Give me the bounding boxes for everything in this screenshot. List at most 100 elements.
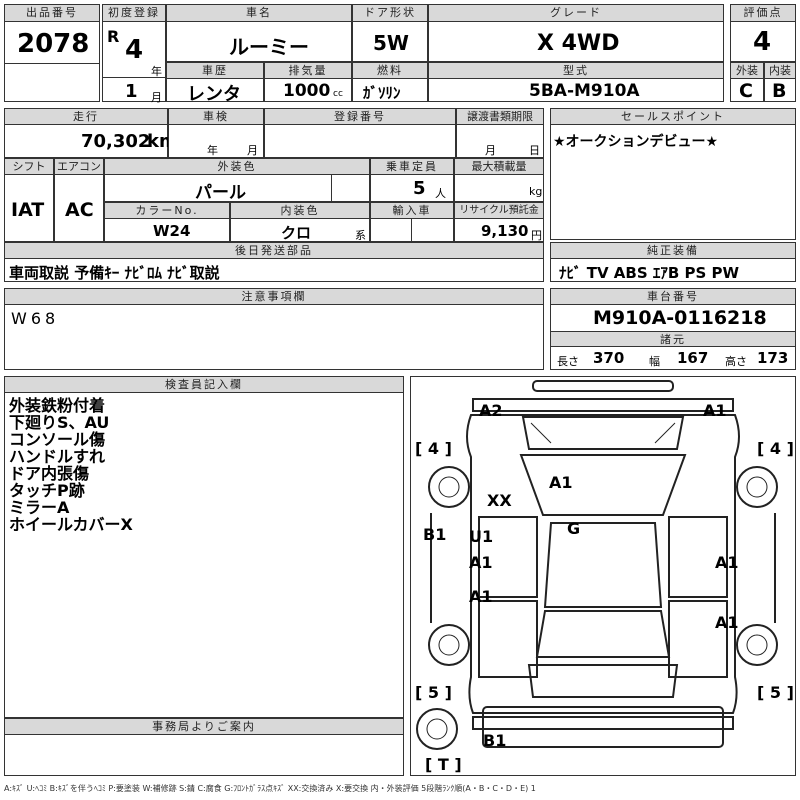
- grade-cell: グレード X 4WD: [428, 4, 724, 62]
- transfer-deadline-cell: 譲渡書類期限 月 日: [456, 108, 544, 158]
- capacity-value: 5: [413, 178, 426, 199]
- tire-rear-left: [ 5 ]: [415, 683, 452, 702]
- equipment-cell: 純正装備 ﾅﾋﾞ TV ABS ｴｱB PS PW: [550, 242, 796, 282]
- door-type-value: 5W: [373, 31, 409, 55]
- transfer-month-unit: 月: [485, 144, 496, 157]
- capacity-unit: 人: [435, 187, 446, 200]
- color-number-value: W24: [153, 222, 191, 240]
- transfer-deadline-label: 譲渡書類期限: [457, 109, 543, 125]
- inspector-note: ホイールカバーX: [9, 515, 133, 534]
- interior-grade-value: B: [772, 80, 787, 102]
- inspector-note: コンソール傷: [9, 430, 106, 449]
- score-label: 評価点: [731, 5, 795, 22]
- equipment-label: 純正装備: [551, 243, 795, 259]
- later-parts-value: 車両取説 予備ｷｰ ﾅﾋﾞﾛﾑ ﾅﾋﾞ取説: [9, 264, 220, 282]
- score-cell: 評価点 4: [730, 4, 796, 62]
- inspection-year-unit: 年: [207, 144, 218, 157]
- chassis-cell: 車台番号 M910A-0116218 諸元 長さ 370 幅 167 高さ 17…: [550, 288, 796, 370]
- damage-mark: A1: [703, 401, 727, 420]
- caution-cell: 注意事項欄 W68: [4, 288, 544, 370]
- length-value: 370: [593, 349, 625, 367]
- first-registration-label: 初度登録: [103, 5, 165, 22]
- car-name-label: 車名: [167, 5, 351, 22]
- tire-front-left: [ 4 ]: [415, 439, 452, 458]
- damage-mark: A1: [715, 613, 739, 632]
- inspector-notes-label: 検査員記入欄: [5, 377, 403, 393]
- import-label: 輸入車: [371, 203, 453, 219]
- interior-grade-label: 内装: [765, 63, 795, 79]
- tire-rear-right: [ 5 ]: [757, 683, 794, 702]
- inspector-note: タッチP跡: [9, 481, 85, 500]
- model-code-value: 5BA-M910A: [529, 81, 640, 101]
- dims-label: 諸元: [551, 331, 795, 347]
- fuel-label: 燃料: [353, 63, 427, 79]
- recycle-fee-label: リサイクル預託金: [455, 203, 543, 219]
- inspector-note: ハンドルすれ: [9, 447, 106, 466]
- height-label: 高さ: [725, 355, 747, 368]
- score-value: 4: [753, 27, 772, 57]
- month-unit: 月: [151, 91, 162, 104]
- tire-spare: [ T ]: [425, 755, 462, 774]
- width-value: 167: [677, 349, 709, 367]
- damage-mark: A1: [715, 553, 739, 572]
- registration-number-cell: 登録番号: [264, 108, 456, 158]
- interior-grade-cell: 内装 B: [764, 62, 796, 102]
- inspector-notes-cell: 検査員記入欄 外装鉄粉付着 下廻りS、AU コンソール傷 ハンドルすれ ドア内張…: [4, 376, 404, 718]
- mileage-cell: 走行 70,302 km: [4, 108, 178, 158]
- legend-text: A:ｷｽﾞ U:ﾍｺﾐ B:ｷｽﾞを伴うﾍｺﾐ P:要塗装 W:補修跡 S:錆 …: [4, 784, 536, 793]
- lot-number-cell: 出品番号 2078: [4, 4, 100, 102]
- import-cell: 輸入車: [370, 202, 454, 242]
- caution-value: W68: [11, 309, 60, 328]
- lot-number-value: 2078: [17, 29, 90, 59]
- history-value: レンタ: [187, 84, 241, 105]
- max-load-unit: kg: [529, 185, 543, 198]
- damage-mark: A1: [469, 553, 493, 572]
- damage-mark: A1: [549, 473, 573, 492]
- inspection-month-unit: 月: [247, 144, 258, 157]
- sales-point-value: ★オークションデビュー★: [553, 134, 719, 150]
- damage-mark: A2: [479, 401, 503, 420]
- aircon-cell: エアコン AC: [54, 158, 104, 242]
- damage-mark: A1: [469, 587, 493, 606]
- color-number-cell: カラーNo. W24: [104, 202, 230, 242]
- registration-month: 1: [125, 81, 138, 102]
- later-parts-label: 後日発送部品: [5, 243, 543, 259]
- sales-point-cell: セールスポイント ★オークションデビュー★: [550, 108, 796, 240]
- exterior-grade-value: C: [739, 80, 753, 102]
- door-type-label: ドア形状: [353, 5, 427, 22]
- shift-value: IAT: [11, 199, 45, 221]
- office-notice-label: 事務局よりご案内: [5, 719, 403, 735]
- sales-point-label: セールスポイント: [551, 109, 795, 125]
- inspection-label: 車検: [169, 109, 263, 125]
- inspector-note: ミラーA: [9, 498, 70, 517]
- later-parts-cell: 後日発送部品 車両取説 予備ｷｰ ﾅﾋﾞﾛﾑ ﾅﾋﾞ取説: [4, 242, 544, 282]
- length-label: 長さ: [557, 355, 579, 368]
- inspection-cell: 車検 年 月: [168, 108, 264, 158]
- mileage-label: 走行: [5, 109, 167, 125]
- exterior-grade-cell: 外装 C: [730, 62, 764, 102]
- inspector-note: 下廻りS、AU: [9, 413, 110, 432]
- damage-mark: XX: [487, 491, 512, 510]
- damage-mark: U1: [469, 527, 494, 546]
- exterior-color-cell: 外装色 パール: [104, 158, 370, 203]
- displacement-label: 排気量: [265, 63, 351, 79]
- interior-color-cell: 内装色 クロ 系: [230, 202, 370, 242]
- displacement-value: 1000: [283, 81, 331, 101]
- aircon-label: エアコン: [55, 159, 103, 175]
- recycle-fee-unit: 円: [531, 229, 542, 242]
- interior-color-label: 内装色: [231, 203, 369, 219]
- damage-mark: G: [567, 519, 581, 538]
- exterior-color-value: パール: [195, 183, 246, 203]
- fuel-cell: 燃料 ｶﾞｿﾘﾝ: [352, 62, 428, 102]
- history-cell: 車歴 レンタ: [166, 62, 264, 105]
- damage-mark: B1: [483, 731, 507, 750]
- aircon-value: AC: [65, 199, 94, 221]
- height-value: 173: [757, 349, 789, 367]
- capacity-label: 乗車定員: [371, 159, 453, 175]
- exterior-grade-label: 外装: [731, 63, 763, 79]
- door-type-cell: ドア形状 5W: [352, 4, 428, 62]
- fuel-value: ｶﾞｿﾘﾝ: [363, 84, 401, 102]
- car-outline-diagram: [416, 380, 778, 750]
- max-load-label: 最大積載量: [455, 159, 543, 175]
- equipment-value: ﾅﾋﾞ TV ABS ｴｱB PS PW: [559, 264, 740, 282]
